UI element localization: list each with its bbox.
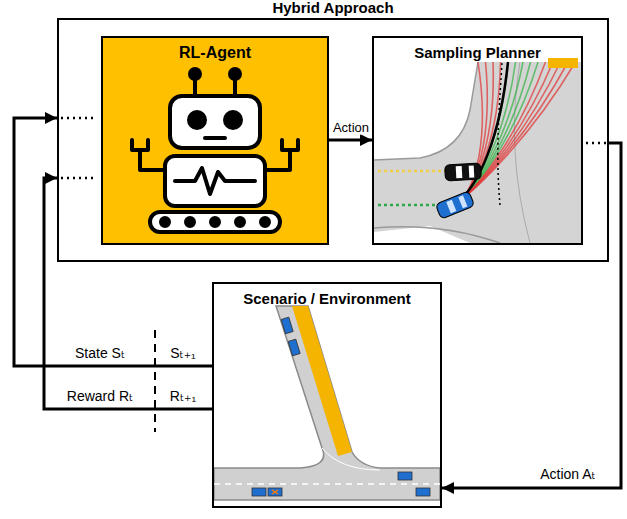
scenario-map (214, 306, 440, 500)
flow-arrow (442, 143, 621, 488)
agent-box: RL-Agent (101, 36, 329, 245)
node-title: Hybrid Approach (272, 0, 393, 16)
node-title: Sampling Planner (414, 44, 541, 61)
robot-icon (132, 69, 298, 232)
edge-label: Action (331, 120, 371, 135)
trajectory-sample (458, 62, 561, 202)
edge-label: Reward Rₜ (65, 388, 135, 404)
trajectory-sample (458, 62, 553, 202)
edge-label: State Sₜ (73, 345, 127, 361)
planner-scene (374, 58, 581, 243)
trajectory-sample (458, 62, 546, 202)
flow-arrow (44, 178, 212, 409)
trajectory-sample (458, 62, 576, 202)
agent-fill (101, 36, 329, 245)
group-box: Hybrid ApproachRL-AgentSampling Planner (57, 18, 609, 262)
node-title: Scenario / Environment (243, 290, 411, 307)
environment-box: Scenario / Environment (212, 282, 442, 508)
trajectory-sample (458, 62, 568, 202)
time-label: Rₜ₊₁ (168, 388, 198, 404)
node-title: RL-Agent (179, 44, 251, 62)
planner-box: Sampling Planner (372, 36, 583, 245)
flow-arrow (329, 139, 372, 142)
time-divider (154, 330, 156, 432)
time-label: Sₜ₊₁ (168, 345, 198, 361)
edge-label: Action Aₜ (538, 466, 598, 482)
dotted-stubs (61, 118, 606, 178)
